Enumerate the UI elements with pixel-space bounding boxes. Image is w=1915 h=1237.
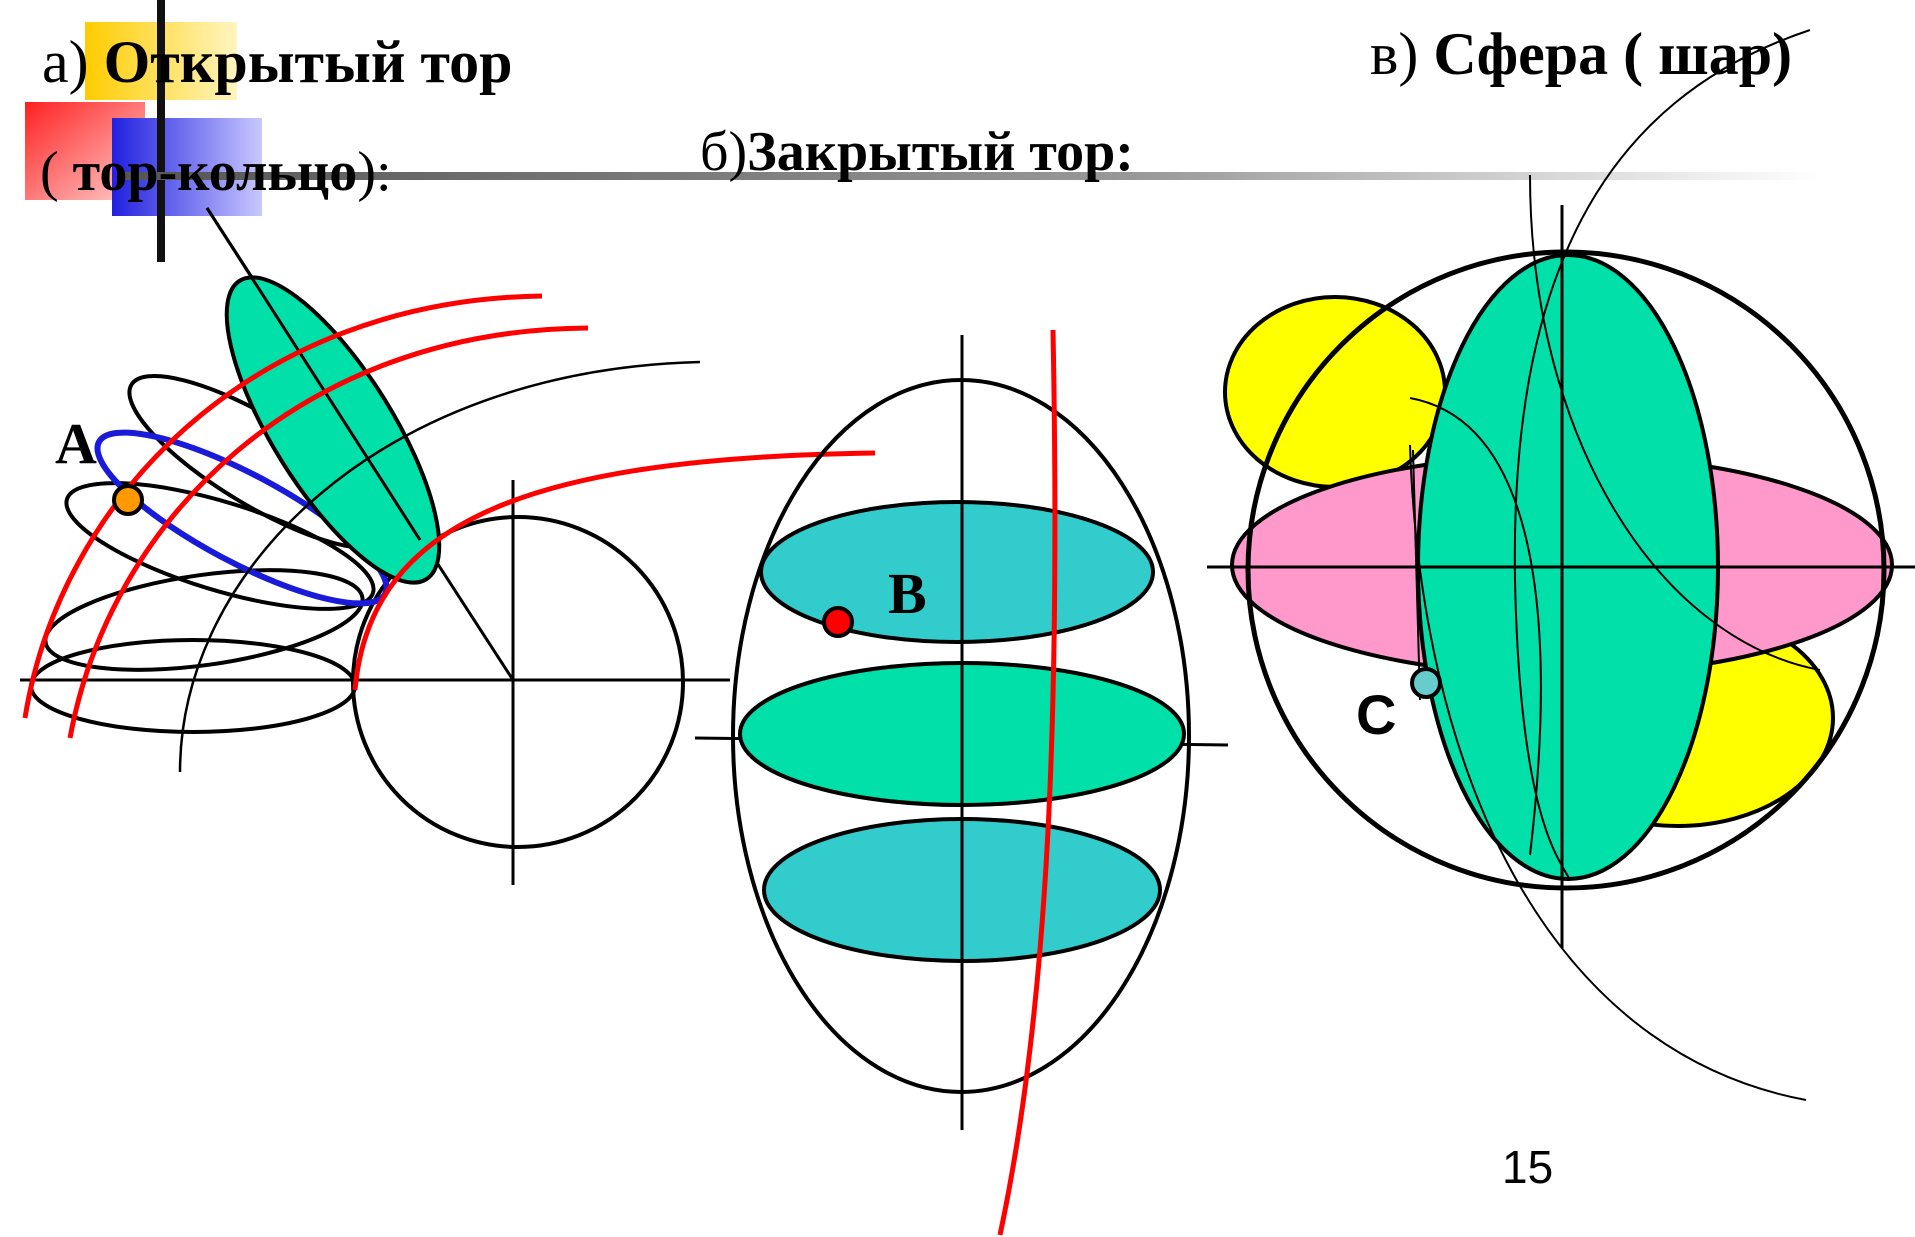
point-b-label: В	[888, 561, 927, 626]
teal-section-upper	[759, 500, 1155, 644]
sphere-arc	[1529, 174, 1821, 671]
red-parallel	[67, 325, 589, 739]
point-a-label: А	[55, 411, 97, 476]
title-a-bold: Открытый тор	[103, 29, 513, 95]
title-a-prefix: а)	[42, 29, 89, 95]
page-number: 15	[1502, 1141, 1554, 1193]
radial-line-over-section	[205, 207, 422, 541]
red-parallel	[22, 293, 543, 719]
title-c-bold: Сфера ( шар)	[1433, 21, 1793, 87]
closed-torus-figure	[694, 329, 1229, 1236]
deco-horizontal-rule	[120, 172, 1820, 180]
title-a-line2-open: (	[40, 141, 59, 203]
yellow-section-upper	[1223, 295, 1447, 489]
title-c-prefix: в)	[1370, 21, 1419, 87]
title-open-torus-subtitle: ( тор-кольцо):	[40, 140, 392, 204]
open-torus-figure	[20, 207, 876, 885]
sphere-arc	[1412, 449, 1421, 701]
sphere-arc	[1409, 444, 1807, 1101]
sphere-arc	[1409, 397, 1542, 856]
green-meridian-section	[224, 275, 442, 585]
point-b-marker	[822, 606, 854, 638]
title-closed-torus: б)Закрытый тор:	[700, 120, 1134, 184]
point-c-label: С	[1356, 683, 1397, 746]
title-b-bold: Закрытый тор:	[747, 121, 1134, 183]
slide-decoration	[25, 0, 1820, 262]
point-c-marker	[1410, 667, 1442, 699]
title-open-torus: а) Открытый тор	[42, 28, 513, 97]
deco-vertical-bar	[157, 0, 165, 262]
point-a-marker	[112, 484, 144, 516]
title-a-line2-bold: тор-кольцо	[72, 141, 358, 203]
torus-section-ellipse	[64, 481, 376, 611]
red-meridian	[997, 329, 1058, 1236]
red-parallel	[352, 450, 876, 691]
deco-blue-block	[112, 118, 262, 216]
title-a-line2-close: ):	[357, 141, 392, 203]
sphere-figure	[1207, 29, 1915, 1101]
torus-arc-thin	[178, 360, 701, 773]
title-sphere: в) Сфера ( шар)	[1370, 20, 1792, 89]
sphere-arc	[1513, 29, 1811, 881]
title-b-prefix: б)	[700, 121, 748, 183]
